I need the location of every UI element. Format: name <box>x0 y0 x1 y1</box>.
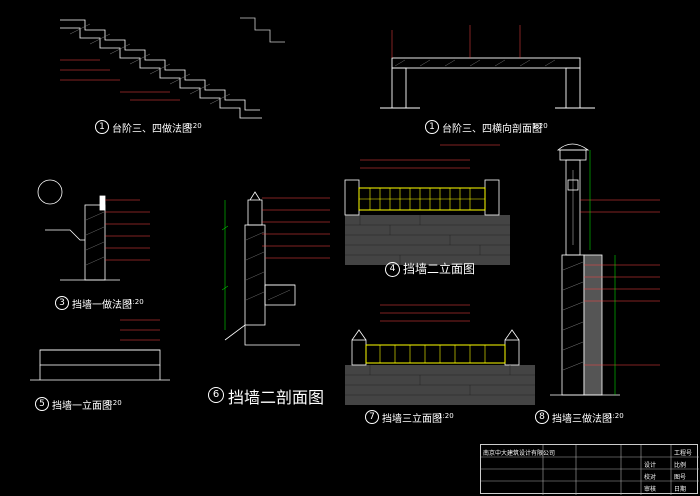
wall3-detail <box>550 143 620 396</box>
transverse-hatch <box>394 59 556 67</box>
view-6-title: 挡墙二剖面图 <box>228 388 325 407</box>
view-8-scale: 1:20 <box>608 412 624 420</box>
title-block-cell-5: 图号 <box>674 474 687 481</box>
view-3-title: 挡墙一做法图 <box>72 300 132 311</box>
wall2-railing-bars <box>369 188 471 210</box>
view-3-number: 3 <box>55 296 69 310</box>
wall2-stone-pattern <box>345 215 510 265</box>
wall1-elevation <box>30 349 170 381</box>
stair-transverse-section <box>380 25 595 109</box>
wall2-elev-leaders <box>360 144 500 169</box>
wall1-hatch <box>85 211 105 266</box>
wall1-elev-leaders <box>120 319 160 341</box>
view-1-title: 台阶三、四做法图 <box>112 124 192 135</box>
title-block-cell-0: 工程号 <box>674 450 693 457</box>
wall3-detail-leaders <box>580 199 660 366</box>
view-7-title: 挡墙三立面图 <box>382 414 442 425</box>
view-6-number: 6 <box>208 387 224 403</box>
view-4-number: 4 <box>385 262 400 277</box>
view-5-scale: 1:20 <box>106 399 122 407</box>
view-1-scale: 1:20 <box>186 122 202 130</box>
wall2-section <box>224 191 300 346</box>
title-block-cell-6: 日期 <box>674 486 687 493</box>
title-block-cell-2: 校对 <box>644 474 657 481</box>
title-block-cell-3: 审核 <box>644 486 657 493</box>
title-block-cell-4: 比例 <box>674 462 687 469</box>
view-2-scale: 1:20 <box>532 122 548 130</box>
wall2-elevation <box>344 179 510 265</box>
view-5-number: 5 <box>35 397 49 411</box>
stair-section-detail <box>60 17 285 119</box>
view-1-number: 1 <box>95 120 109 134</box>
wall3-detail-hatch <box>562 261 584 371</box>
view-2-number: 1 <box>425 120 439 134</box>
title-block: 南京中大建筑设计有限公司 工程号 设计 校对 审核 比例 图号 日期 <box>480 444 699 495</box>
wall3-elevation <box>345 329 535 405</box>
view-4-title: 挡墙二立面图 <box>403 262 476 276</box>
wall3-leaders <box>380 304 470 322</box>
view-8-title: 挡墙三做法图 <box>552 414 612 425</box>
view-7-scale: 1:20 <box>438 412 454 420</box>
view-5-title: 挡墙一立面图 <box>52 401 112 412</box>
wall2-leaders <box>262 197 330 259</box>
stair-leaders <box>60 59 180 101</box>
view-3-scale: 1:20 <box>128 298 144 306</box>
wall2-hatch <box>245 231 291 301</box>
view-8-number: 8 <box>535 410 549 424</box>
wall1-leaders <box>105 199 150 261</box>
title-block-company: 南京中大建筑设计有限公司 <box>483 450 556 457</box>
stair-hatch <box>69 23 231 105</box>
wall1-detail <box>37 179 120 281</box>
wall2-dim <box>221 200 229 330</box>
view-2-title: 台阶三、四横向剖面图 <box>442 124 542 135</box>
title-block-cell-1: 设计 <box>644 462 657 469</box>
wall3-stone-pattern <box>345 365 535 396</box>
view-7-number: 7 <box>365 410 379 424</box>
green-dimension-lines <box>589 150 616 395</box>
wall3-railing-bars <box>379 345 486 363</box>
title-block-grid <box>481 445 699 495</box>
